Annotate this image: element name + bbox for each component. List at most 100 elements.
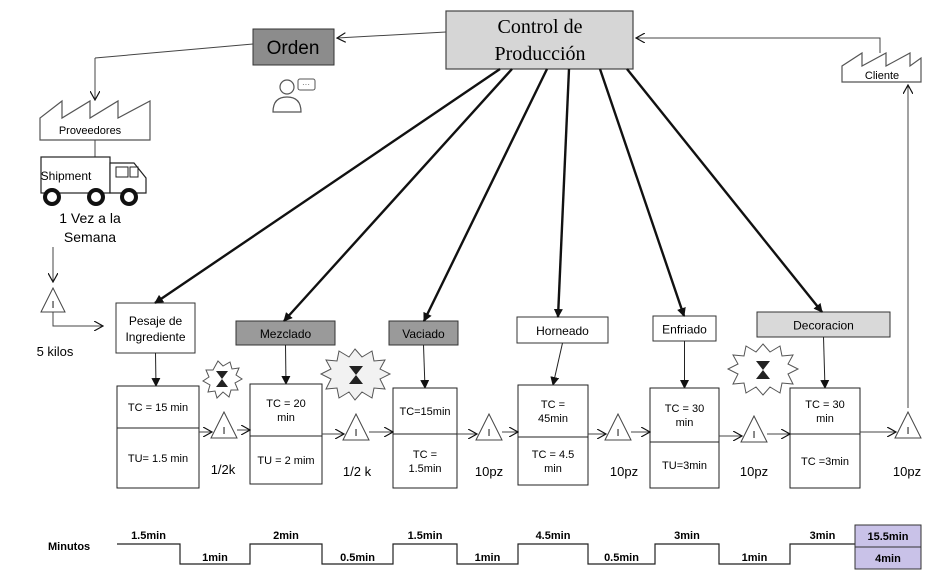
arrow-orden-to-proveedores (94, 43, 254, 59)
process-name: Pesaje de (129, 314, 183, 328)
proveedores-factory-icon: Proveedores (39, 99, 151, 141)
timeline-wait-time: 1min (742, 552, 768, 564)
inventory-label: 10pz (893, 464, 921, 479)
kaizen-burst-2 (319, 348, 392, 401)
inventory-triangle-icon (210, 410, 238, 439)
process-data-box (392, 387, 458, 489)
header-to-box-arrow (420, 344, 430, 389)
tc-value: min (816, 413, 834, 425)
inventory-2: I 1/2 k (322, 412, 393, 479)
supplier-inventory-label: 5 kilos (37, 344, 74, 359)
inventory-1: I 1/2k (199, 410, 250, 477)
inventory-label: 10pz (475, 464, 503, 479)
orden-label: Orden (267, 38, 320, 59)
timeline-wait-time: 0.5min (340, 552, 375, 564)
inventory-i-glyph: I (907, 426, 910, 437)
timeline-process-time: 3min (810, 530, 836, 542)
tu-value: TC =3min (801, 456, 849, 468)
inventory-label: 1/2 k (343, 464, 372, 479)
tu-value: TC = (413, 449, 437, 461)
header-to-box-arrow (550, 342, 563, 386)
shipment-frequency-line1: 1 Vez a la (59, 210, 121, 226)
shipment-truck-icon: Shipment (40, 156, 147, 206)
tc-value: 45min (538, 413, 568, 425)
header-to-box-arrow (151, 352, 161, 387)
process-name: Mezclado (260, 327, 312, 341)
timeline-process-time: 1.5min (131, 530, 166, 542)
tu-value: min (544, 463, 562, 475)
process-name: Decoracion (793, 319, 854, 333)
process-header (115, 302, 196, 354)
inventory-i-glyph: I (223, 426, 226, 437)
arrow-cliente-to-control (636, 38, 881, 53)
header-to-box-arrow (820, 336, 830, 389)
tc-value: TC = 20 (266, 398, 305, 410)
process-data-box (789, 387, 861, 489)
timeline-label: Minutos (48, 541, 90, 553)
kaizen-burst-1 (202, 360, 243, 399)
process-header (652, 315, 717, 342)
process-header (235, 320, 336, 346)
inventory-i-glyph: I (355, 428, 358, 439)
proveedores-label: Proveedores (59, 125, 122, 137)
tu-value: TC = 4.5 (532, 449, 575, 461)
inventory-triangle-icon (475, 412, 503, 441)
orden-box: Orden (252, 28, 335, 66)
process-data-box (116, 385, 200, 489)
header-to-box-arrow (281, 344, 291, 385)
inventory-label: 1/2k (211, 462, 236, 477)
process-header (388, 320, 459, 346)
inventory-triangle-icon (342, 412, 370, 441)
process-header (756, 311, 891, 338)
process-name: Horneado (536, 324, 589, 338)
timeline-process-time: 2min (273, 530, 299, 542)
control-produccion-box: Control de Producción (445, 10, 634, 70)
tc-value: TC=15min (399, 406, 450, 418)
inventory-3: I 10pz (457, 412, 518, 479)
arrow-inventory-to-pesaje (52, 312, 103, 326)
timeline-step-line (117, 543, 855, 565)
process-name: Ingrediente (125, 330, 185, 344)
tc-value: TC = 30 (805, 399, 844, 411)
tc-value: TC = 15 min (128, 402, 188, 414)
tc-value: min (676, 417, 694, 429)
control-arrows (154, 68, 823, 322)
tu-value: TU=3min (662, 460, 707, 472)
inventory-label: 10pz (740, 464, 768, 479)
control-arrow-5 (598, 68, 686, 317)
shipment-label: Shipment (41, 169, 92, 183)
timeline-wait-time: 1min (202, 552, 228, 564)
control-arrow-6 (626, 68, 823, 313)
inventory-label: 10pz (610, 464, 638, 479)
tu-value: TU = 2 mim (257, 455, 314, 467)
kaizen-burst-3 (726, 343, 800, 396)
tu-value: TU= 1.5 min (128, 453, 188, 465)
process-name: Enfriado (662, 323, 707, 337)
inventory-triangle-icon (894, 410, 922, 439)
control-arrow-4 (553, 68, 571, 318)
inventory-i-glyph: I (753, 430, 756, 441)
scheduler-person-icon: ··· (272, 78, 316, 113)
arrow-control-to-orden (337, 31, 447, 38)
timeline-wait-time: 1min (475, 552, 501, 564)
cliente-factory-icon: Cliente (841, 51, 922, 83)
inventory-i-glyph: I (488, 428, 491, 439)
control-arrow-1 (154, 68, 501, 304)
inventory-5: I 10pz (719, 414, 790, 479)
process-name: Vaciado (402, 327, 445, 341)
timeline-wait-time: 0.5min (604, 552, 639, 564)
supplier-inventory-icon: I (40, 286, 66, 313)
timeline-process-time: 4.5min (536, 530, 571, 542)
inventory-triangle-icon (740, 414, 768, 443)
inventory-6: I 10pz (860, 410, 922, 479)
tu-value: 1.5min (408, 463, 441, 475)
inventory-triangle-icon (604, 412, 632, 441)
tc-value: TC = 30 (665, 403, 704, 415)
total-wait-time: 4min (875, 553, 901, 565)
